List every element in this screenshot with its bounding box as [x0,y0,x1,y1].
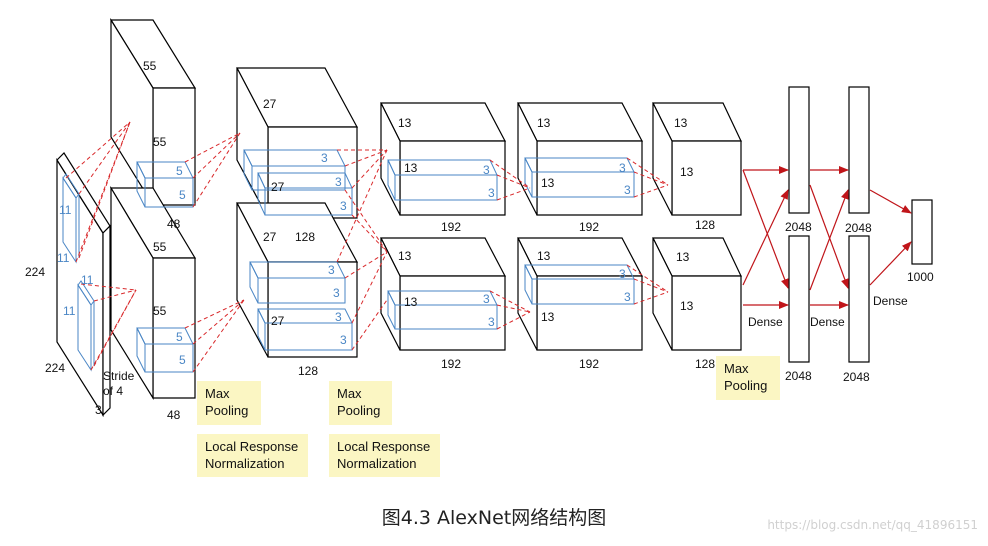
conv1-size-low-mid: 55 [153,304,167,318]
fc-arrows [742,166,912,309]
fc1-top-bar [788,86,810,214]
conv2-size-low-mid: 27 [271,314,285,328]
conv4-size-low: 13 [537,249,551,263]
figure-caption: 图4.3 AlexNet网络结构图 [381,507,607,529]
maxpool-note-2-line1: Max [337,386,362,401]
conv5-top-block [652,102,742,216]
lrn-note-1-line2: Normalization [205,456,285,471]
conv4-kernel-3: 3 [619,267,626,281]
conv2-depth: 128 [295,230,315,244]
fc1-low-bar [788,235,810,363]
lrn-note-2-line2: Normalization [337,456,417,471]
conv1-size-top: 55 [143,59,157,73]
conv5-depth-low: 128 [695,357,715,371]
conv4-size-low-mid: 13 [541,310,555,324]
input-kernel-low-side-label: 11 [63,304,76,318]
conv5-size-top-mid: 13 [680,165,694,179]
conv3-size-top: 13 [398,116,412,130]
conv1-top-block [109,17,197,208]
conv2-kernel-4: 3 [328,263,335,277]
conv4-kernel-4: 3 [624,290,631,304]
conv3-kernel-2: 3 [488,186,495,200]
fc2-top-bar [848,86,870,214]
conv4-top-block [517,102,643,216]
conv3-kernel-1: 3 [483,163,490,177]
lrn-note-2: Local Response Normalization [329,434,440,477]
conv2-kernel-1: 3 [321,151,328,165]
conv1-kernel-top-a: 5 [176,164,183,178]
conv3-kernel-4: 3 [488,315,495,329]
fc1-low-label: 2048 [785,369,812,383]
maxpool-note-3-line1: Max [724,361,749,376]
conv1-kernel-low-a: 5 [176,330,183,344]
input-depth-label: 3 [95,403,102,417]
conv4-kernel-1: 3 [619,161,626,175]
conv4-kernel-2: 3 [624,183,631,197]
conv2-kernel-6: 3 [335,310,342,324]
conv1-kernel-top-b: 5 [179,188,186,202]
conv1-size-low: 55 [153,240,167,254]
conv3-size-low-mid: 13 [404,295,418,309]
conv2-size-mid: 27 [271,180,285,194]
conv3-depth-top: 192 [441,220,461,234]
maxpool-note-2: Max Pooling [329,381,392,425]
alexnet-diagram: 224 224 3 Stride of 4 11 11 11 11 55 55 … [25,17,934,422]
conv4-size-top-mid: 13 [541,176,555,190]
conv3-low-block [380,237,506,351]
dense-label-2: Dense [810,315,845,329]
maxpool-note-1-line1: Max [205,386,230,401]
maxpool-note-3: Max Pooling [716,356,780,400]
fc2-top-label: 2048 [845,221,872,235]
fc3-label: 1000 [907,270,934,284]
conv1-depth-low: 48 [167,408,181,422]
maxpool-note-1: Max Pooling [197,381,261,425]
maxpool-note-2-line2: Pooling [337,403,381,418]
conv4-depth-low: 192 [579,357,599,371]
fc1-top-label: 2048 [785,220,812,234]
input-width-label: 224 [45,361,65,375]
conv5-low-block [652,237,742,351]
conv2-top-block [236,67,359,219]
input-kernel-side-label: 11 [57,251,70,265]
dense-label-3: Dense [873,294,908,308]
conv2-kernel-5: 3 [333,286,340,300]
dashed-connections [65,121,669,373]
watermark: https://blog.csdn.net/qq_41896151 [767,518,978,532]
conv2-kernel-2: 3 [335,175,342,189]
conv2-low-block [236,202,359,358]
conv2-kernel-3: 3 [340,199,347,213]
lrn-note-1-line1: Local Response [205,439,299,454]
conv2-depth-low: 128 [298,364,318,378]
fc3-output-bar [911,199,933,265]
input-kernel-top-label: 11 [59,203,72,217]
lrn-note-2-line1: Local Response [337,439,431,454]
dense-label-1: Dense [748,315,783,329]
conv3-kernel-3: 3 [483,292,490,306]
conv2-kernel-7: 3 [340,333,347,347]
conv3-depth-low: 192 [441,357,461,371]
input-kernel-low-top-label: 11 [81,273,94,287]
conv4-depth-top: 192 [579,220,599,234]
stride-label-line1: Stride [103,369,135,383]
conv1-size-mid: 55 [153,135,167,149]
conv2-size-top: 27 [263,97,277,111]
conv2-size-low: 27 [263,230,277,244]
conv1-kernel-low-b: 5 [179,353,186,367]
conv1-depth-top: 48 [167,217,181,231]
conv3-size-top-mid: 13 [404,161,418,175]
fc2-low-bar [848,235,870,363]
stride-label-line2: of 4 [103,384,123,398]
maxpool-note-1-line2: Pooling [205,403,249,418]
conv4-size-top: 13 [537,116,551,130]
fc2-low-label: 2048 [843,370,870,384]
conv5-size-low-mid: 13 [680,299,694,313]
conv5-size-top: 13 [674,116,688,130]
conv5-size-low: 13 [676,250,690,264]
input-height-label: 224 [25,265,45,279]
conv3-size-low: 13 [398,249,412,263]
lrn-note-1: Local Response Normalization [197,434,308,477]
maxpool-note-3-line2: Pooling [724,378,768,393]
conv5-depth-top: 128 [695,218,715,232]
conv1-low-block [109,185,197,401]
